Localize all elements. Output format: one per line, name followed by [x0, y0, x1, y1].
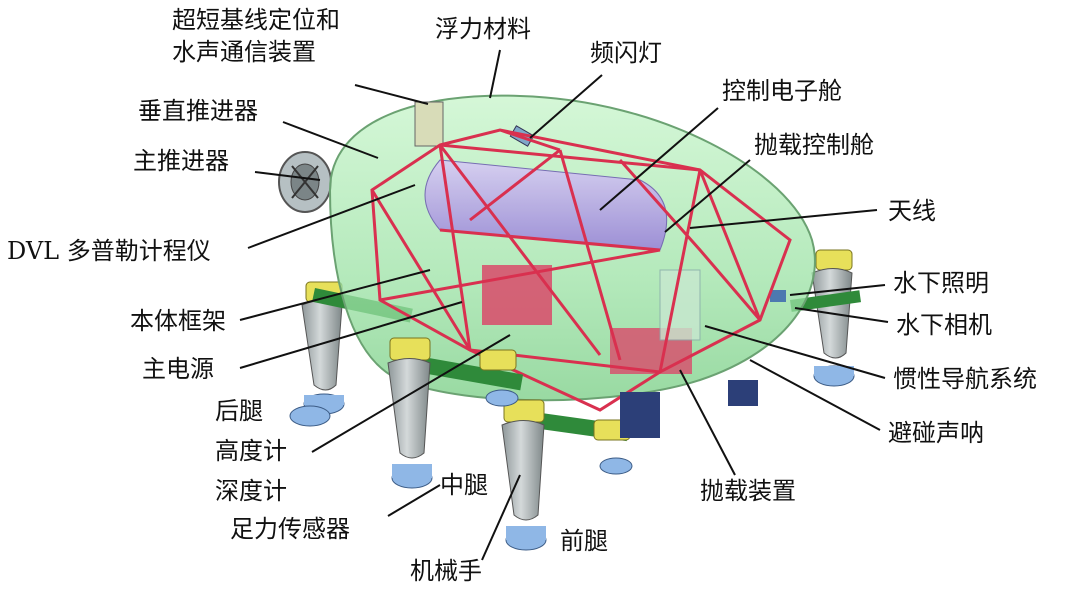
main-thruster-shape	[278, 151, 332, 213]
label-usbl: 超短基线定位和 水声通信装置	[172, 6, 340, 66]
label-buoyancy: 浮力材料	[435, 15, 531, 43]
label-rear-leg: 后腿	[215, 397, 263, 425]
label-depth-gauge: 深度计	[215, 477, 287, 505]
label-vertical-thruster: 垂直推进器	[138, 97, 258, 125]
label-strobe: 频闪灯	[590, 39, 662, 67]
leader-lines	[239, 49, 889, 561]
label-release-control-cabin: 抛载控制舱	[754, 131, 874, 159]
label-altimeter: 高度计	[215, 437, 287, 465]
internal-cabins	[414, 101, 786, 374]
label-obstacle-sonar: 避碰声呐	[888, 419, 984, 447]
label-underwater-light: 水下照明	[893, 269, 989, 297]
leg-front-left	[501, 399, 547, 551]
beam-right	[790, 290, 861, 312]
manipulator-shape	[620, 392, 660, 438]
label-front-leg: 前腿	[560, 527, 608, 555]
leg-back-right	[811, 249, 855, 387]
label-force-sensor: 足力传感器	[230, 515, 350, 543]
label-electronics-cabin: 控制电子舱	[722, 77, 842, 105]
label-antenna: 天线	[888, 197, 936, 225]
leg-middle-inner	[479, 349, 519, 407]
label-middle-leg: 中腿	[440, 471, 488, 499]
release-base-shape	[728, 380, 758, 406]
label-body-frame: 本体框架	[130, 307, 226, 335]
front-legs	[289, 337, 758, 551]
label-main-power: 主电源	[142, 355, 214, 383]
label-release-device: 抛载装置	[700, 477, 796, 505]
leg-middle-left	[387, 337, 433, 489]
label-manipulator: 机械手	[410, 557, 482, 585]
label-underwater-camera: 水下相机	[896, 311, 992, 339]
label-ins: 惯性导航系统	[893, 365, 1037, 393]
label-dvl: DVL 多普勒计程仪	[7, 237, 211, 265]
label-main-thruster: 主推进器	[133, 147, 229, 175]
leg-rear-left-back	[289, 405, 331, 427]
